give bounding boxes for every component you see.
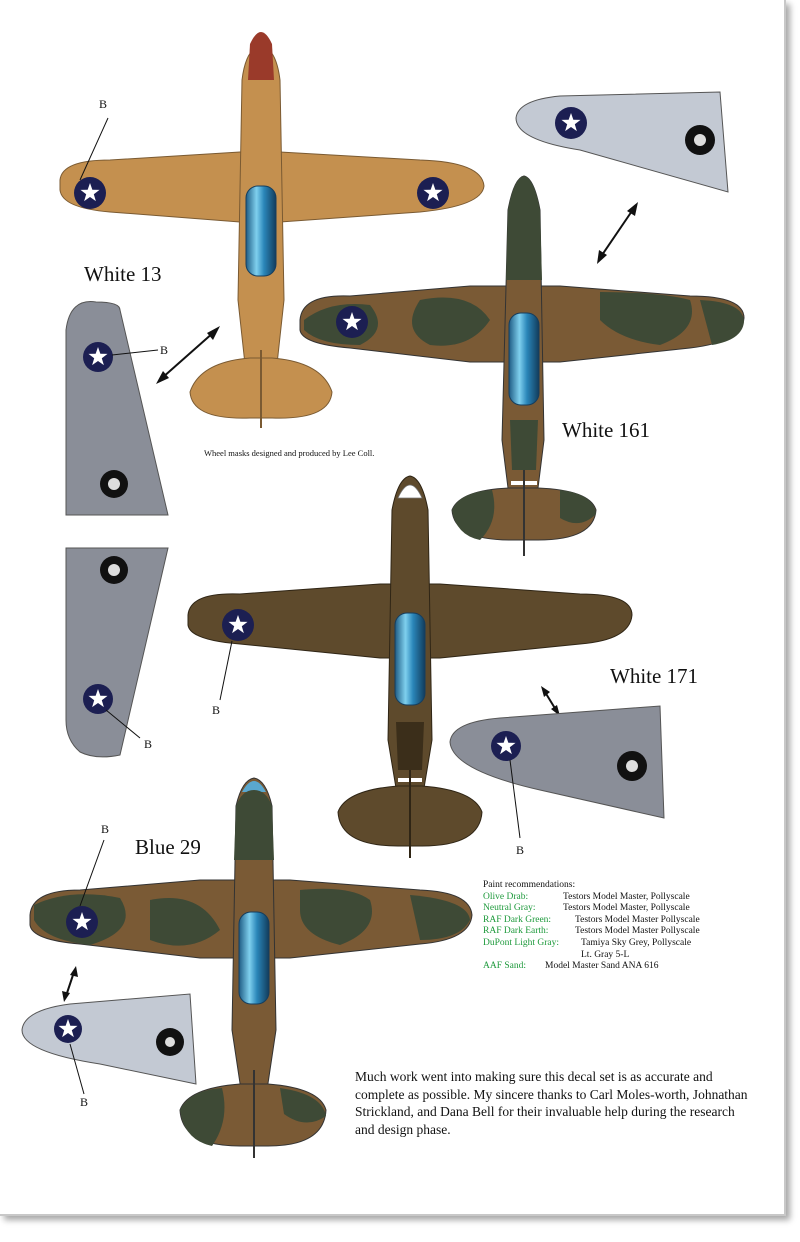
paint-item: Lt. Gray 5-L	[581, 949, 630, 960]
aircraft-white-171	[187, 475, 633, 858]
callout-line	[79, 117, 109, 181]
aircraft-white-13	[59, 32, 485, 428]
paint-item: RAF Dark Green:Testors Model Master Poll…	[483, 914, 700, 925]
arrow-2	[597, 202, 638, 264]
callout-b: B	[101, 822, 110, 836]
paint-item: DuPont Light Gray:Tamiya Sky Grey, Polly…	[483, 937, 692, 948]
aircraft-white-161	[299, 175, 745, 556]
paint-item: Neutral Gray:Testors Model Master, Polly…	[483, 903, 690, 914]
wing-panel-gray-2	[65, 547, 169, 758]
arrow-4	[62, 966, 78, 1002]
label-white-161: White 161	[562, 418, 651, 442]
paint-recommendations: Paint recommendations: Olive Drab:Testor…	[483, 880, 700, 973]
callout-b: B	[99, 97, 108, 111]
aircraft-blue-29	[29, 777, 473, 1158]
wheel-masks-note: Wheel masks designed and produced by Lee…	[204, 448, 375, 458]
label-blue-29: Blue 29	[135, 835, 201, 859]
callout-b: B	[160, 343, 169, 357]
wing-panel-gray-1	[65, 301, 169, 516]
callout-b: B	[212, 703, 221, 717]
arrow-3	[541, 686, 560, 716]
acknowledgement-text: Much work went into making sure this dec…	[355, 1069, 748, 1137]
spinner	[248, 32, 274, 80]
label-white-13: White 13	[84, 262, 162, 286]
label-white-171: White 171	[610, 664, 699, 688]
paint-title: Paint recommendations:	[483, 880, 576, 890]
arrow-1	[156, 326, 220, 384]
paint-item: RAF Dark Earth:Testors Model Master Poll…	[483, 926, 700, 937]
paint-item: AAF Sand:Model Master Sand ANA 616	[483, 961, 659, 972]
canopy	[245, 185, 277, 277]
callout-b: B	[80, 1095, 89, 1109]
wing-panel-gray-3	[449, 705, 665, 839]
paint-item: Olive Drab:Testors Model Master, Pollysc…	[483, 891, 690, 902]
wing-panel-light-1	[515, 91, 729, 193]
callout-b: B	[516, 843, 525, 857]
wing-panel-light-2	[21, 993, 197, 1095]
callout-b: B	[144, 737, 153, 751]
